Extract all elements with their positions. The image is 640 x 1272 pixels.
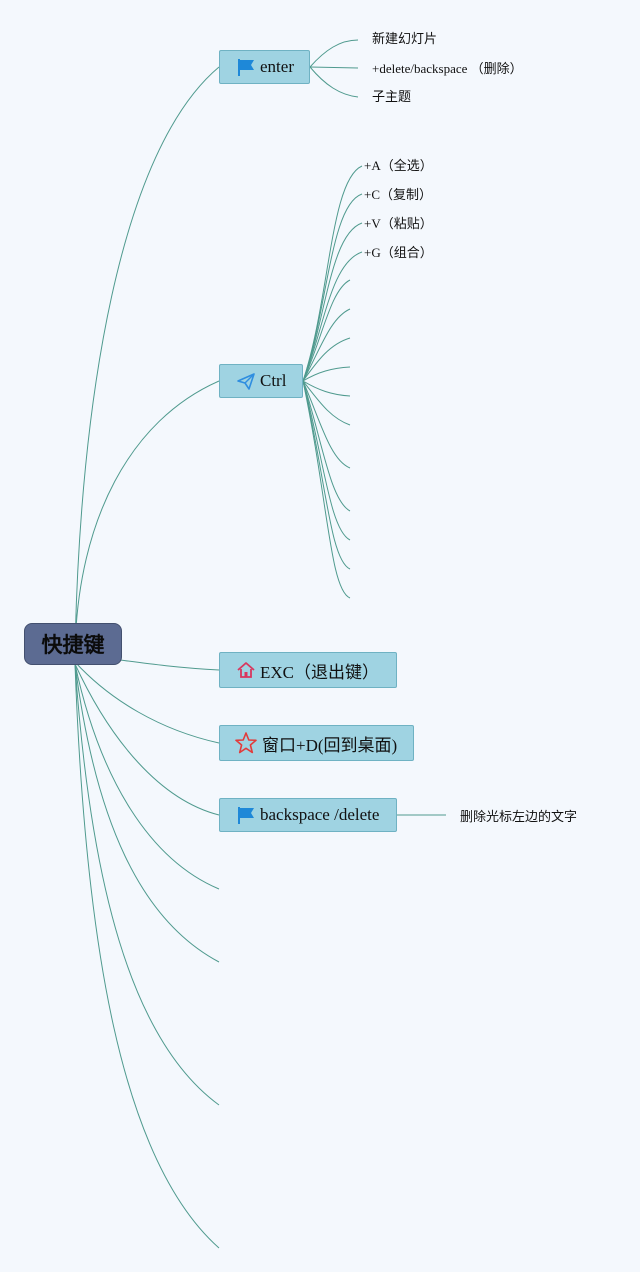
connector-ctrl-child-3 — [302, 222, 363, 382]
connector-enter-child-1 — [309, 39, 359, 68]
connector-root-enter — [74, 66, 220, 651]
backspace-child-1[interactable]: 删除光标左边的文字 — [460, 810, 578, 825]
branch-exc[interactable]: EXC（退出键） — [219, 652, 397, 688]
connector-enter-child-2 — [309, 66, 359, 69]
connector-root-backspace — [74, 663, 220, 816]
connector-ctrl-empty-10 — [302, 380, 351, 570]
enter-child-3[interactable]: 子主题 — [372, 90, 412, 105]
connector-root-ctrl — [74, 380, 220, 651]
branch-enter[interactable]: enter — [219, 50, 310, 84]
branch-ctrl-label: Ctrl — [260, 371, 287, 390]
branch-enter-label: enter — [260, 57, 294, 76]
branch-exc-label: EXC（退出键） — [260, 662, 379, 682]
connector-ctrl-child-4 — [302, 251, 363, 382]
star-icon — [234, 731, 258, 755]
ctrl-child-3[interactable]: +V（粘贴） — [364, 216, 433, 231]
connector-root-empty-1 — [74, 663, 220, 890]
connector-ctrl-empty-9 — [302, 380, 351, 541]
ctrl-child-2[interactable]: +C（复制） — [364, 187, 433, 202]
connector-root-empty-3 — [74, 663, 220, 1106]
connector-ctrl-empty-7 — [302, 380, 351, 469]
enter-child-1[interactable]: 新建幻灯片 — [372, 32, 438, 47]
root-node[interactable]: 快捷键 — [24, 623, 122, 665]
home-icon — [236, 660, 256, 680]
branch-backspace[interactable]: backspace /delete — [219, 798, 397, 832]
connector-root-empty-2 — [74, 663, 220, 963]
connector-root-empty-4 — [74, 663, 220, 1249]
branch-ctrl[interactable]: Ctrl — [219, 364, 303, 398]
connector-ctrl-empty-4 — [302, 366, 351, 382]
paper-plane-icon — [236, 371, 256, 391]
ctrl-child-1[interactable]: +A（全选） — [364, 158, 433, 173]
connector-ctrl-empty-3 — [302, 337, 351, 382]
branch-backspace-label: backspace /delete — [260, 805, 380, 824]
connector-enter-child-3 — [309, 66, 359, 98]
connector-ctrl-empty-2 — [302, 308, 351, 382]
connector-ctrl-empty-5 — [302, 380, 351, 397]
root-label: 快捷键 — [41, 633, 105, 657]
connector-root-exc — [119, 659, 220, 671]
branch-win-d-label: 窗口+D(回到桌面) — [262, 735, 398, 755]
ctrl-child-4[interactable]: +G（组合） — [364, 245, 433, 260]
connector-ctrl-empty-8 — [302, 380, 351, 512]
connector-root-wind — [74, 661, 220, 744]
connector-ctrl-empty-6 — [302, 380, 351, 426]
connector-ctrl-empty-11 — [302, 380, 351, 599]
branch-win-d[interactable]: 窗口+D(回到桌面) — [219, 725, 414, 761]
flag-icon — [236, 57, 256, 77]
enter-child-2[interactable]: +delete/backspace （删除） — [372, 61, 523, 76]
flag-icon — [236, 805, 256, 825]
connector-ctrl-empty-1 — [302, 279, 351, 382]
